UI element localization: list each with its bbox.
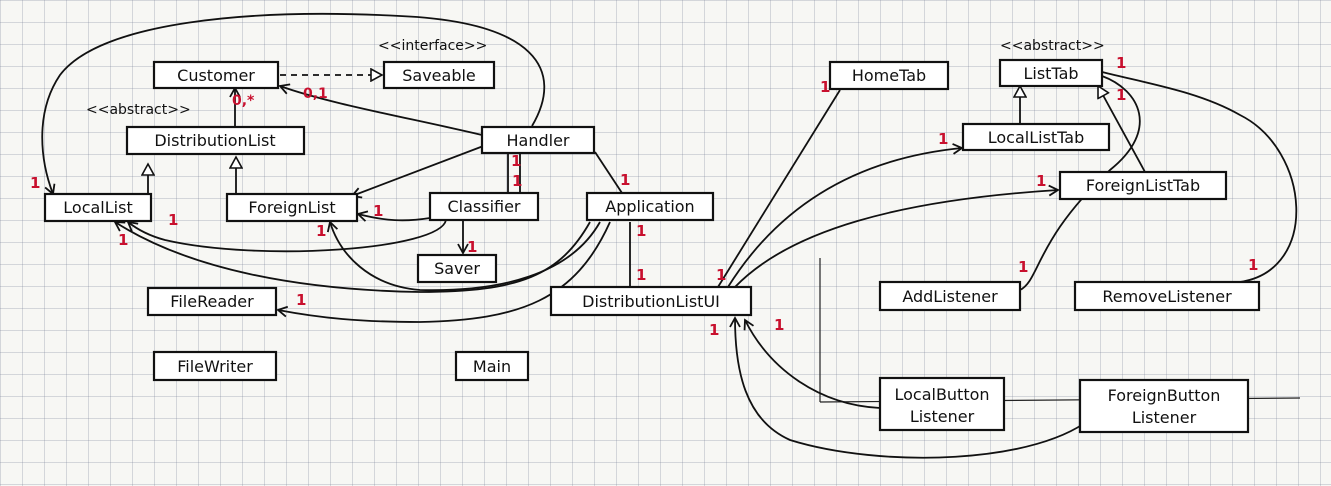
svg-text:Customer: Customer [177,66,255,85]
svg-text:Saveable: Saveable [402,66,476,85]
edge-removelistener-listtab [1101,71,1298,283]
svg-text:Main: Main [473,357,511,376]
mult-hometab: 1 [820,78,830,96]
edge-classifier-locallist [126,219,447,253]
mult-locallisttab: 1 [938,130,948,148]
mult-filereader: 1 [296,291,306,309]
class-remove-listener: RemoveListener [1073,280,1261,312]
mult-application-ui: 1 [636,222,646,240]
edge-foreignbutton-ui [729,316,1096,459]
class-saver: Saver [416,253,498,284]
stereotype-abstract-distributionlist: <<abstract>> [86,102,191,118]
svg-text:Application: Application [605,197,694,216]
mult-ui-bottom-b: 1 [774,316,784,334]
class-application: Application [585,191,715,222]
svg-text:FileWriter: FileWriter [177,357,253,376]
class-add-listener: AddListener [878,280,1022,312]
svg-text:HomeTab: HomeTab [852,66,926,85]
svg-text:RemoveListener: RemoveListener [1102,287,1232,306]
mult-ui-bottom-a: 1 [709,321,719,339]
mult-listtab-b: 1 [1116,86,1126,104]
mult-locallist-right: 1 [168,211,178,229]
edge-handler-foreignlist [350,144,487,199]
mult-handler-a: 1 [511,152,521,170]
mult-foreignlisttab: 1 [1036,172,1046,190]
stereotype-abstract-listtab: <<abstract>> [1000,38,1105,54]
class-list-tab: ListTab [998,58,1104,88]
edge-application-foreignlist [326,220,601,292]
svg-text:ListTab: ListTab [1023,64,1078,83]
class-classifier: Classifier [428,191,540,222]
edge-addlistener-listtab [1019,75,1141,291]
edge-application-filereader [276,221,611,323]
edge-handler-application [594,151,623,194]
svg-text:LocalList: LocalList [63,198,132,217]
class-local-list-tab: LocalListTab [961,122,1111,152]
svg-text:LocalButton: LocalButton [894,385,989,404]
svg-text:LocalListTab: LocalListTab [988,128,1085,147]
edge-localbutton-ui [743,318,881,409]
stereotype-interface: <<interface>> [378,38,487,54]
edge-classifier-foreignlist [356,210,431,222]
mult-foreignlist-bottom: 1 [316,222,326,240]
mult-locallist-bottom: 1 [118,231,128,249]
class-main: Main [454,350,530,382]
mult-listtab-a: 1 [1116,54,1126,72]
class-file-reader: FileReader [146,286,278,317]
class-saveable: Saveable [382,60,496,90]
mult-customer-many: 0,* [232,93,255,109]
svg-text:DistributionListUI: DistributionListUI [582,292,720,311]
svg-text:ForeignList: ForeignList [248,198,335,217]
class-distribution-list: DistributionList [125,125,306,156]
class-home-tab: HomeTab [828,60,950,91]
svg-text:Saver: Saver [434,259,480,278]
mult-saveable-opt: 0,1 [303,86,328,102]
class-foreign-list-tab: ForeignListTab [1058,170,1228,201]
edge-ui-locallisttab [727,143,964,288]
mult-application-top: 1 [620,171,630,189]
edge-ui-hometab [717,89,841,288]
svg-text:Classifier: Classifier [447,197,520,216]
class-customer: Customer [152,60,280,90]
edge-foreignlisttab-listtab [1098,86,1146,173]
mult-foreignlist-right: 1 [373,202,383,220]
mult-addlistener: 1 [1018,258,1028,276]
class-foreign-list: ForeignList [225,192,359,223]
mult-removelistener: 1 [1248,256,1258,274]
svg-text:DistributionList: DistributionList [154,131,275,150]
class-local-button-listener: LocalButton Listener [878,376,1006,432]
edge-application-locallist [113,221,591,293]
class-distribution-list-ui: DistributionListUI [549,285,753,317]
class-foreign-button-listener: ForeignButton Listener [1078,378,1250,434]
mult-saver: 1 [467,238,477,256]
svg-text:Listener: Listener [1132,408,1197,427]
mult-ui-top-left: 1 [636,266,646,284]
mult-ui-top-right: 1 [716,266,726,284]
class-local-list: LocalList [43,192,153,223]
mult-locallist-top: 1 [30,174,40,192]
class-handler: Handler [480,125,596,155]
class-file-writer: FileWriter [152,350,278,382]
svg-text:Handler: Handler [507,131,570,150]
mult-handler-b: 1 [512,172,522,190]
edge-handler-locallist [41,13,546,196]
svg-text:ForeignListTab: ForeignListTab [1086,176,1200,195]
svg-text:Listener: Listener [910,407,975,426]
multiplicities: 0,* 0,1 1 1 1 1 1 1 1 1 1 1 1 1 1 1 1 1 … [30,54,1258,339]
svg-text:FileReader: FileReader [170,292,254,311]
edge-handler-customer [278,83,483,136]
svg-text:ForeignButton: ForeignButton [1108,386,1221,405]
svg-text:AddListener: AddListener [902,287,998,306]
edge-ui-foreignlisttab [734,184,1060,288]
edges [41,13,1298,459]
